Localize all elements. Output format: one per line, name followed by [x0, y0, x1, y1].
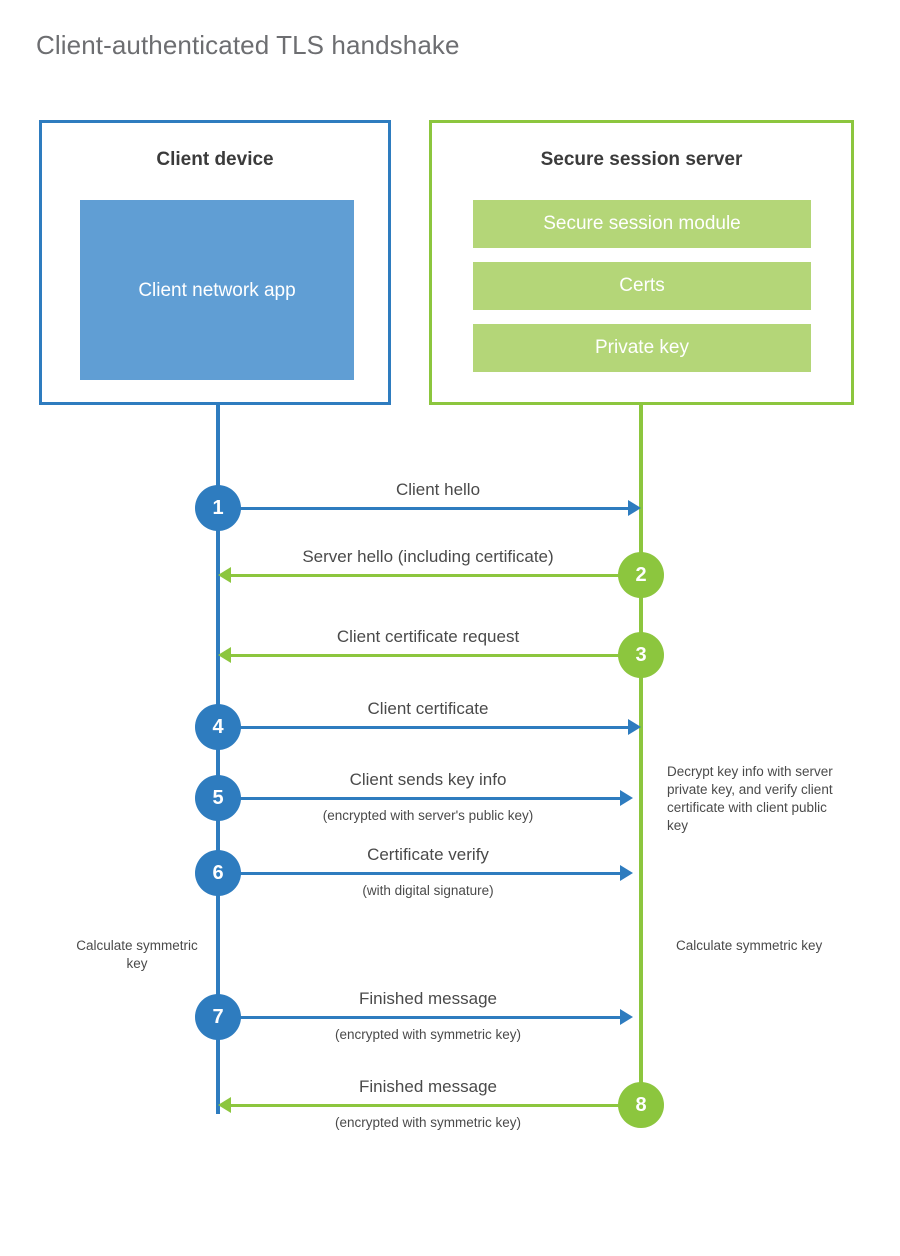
message-line-7: [218, 1016, 620, 1019]
message-line-5: [218, 797, 620, 800]
server-component-secure-session-module: Secure session module: [473, 200, 811, 248]
message-line-2: [231, 574, 621, 577]
note-server-decrypt: Decrypt key info with server private key…: [667, 764, 833, 833]
step-badge-6: 6: [195, 850, 241, 896]
step-badge-5: 5: [195, 775, 241, 821]
arrow-head-right-icon: [628, 719, 641, 735]
message-label-1: Client hello: [395, 480, 481, 499]
server-lifeline: [639, 402, 643, 1104]
client-network-app-block: Client network app: [80, 200, 354, 380]
arrow-head-right-icon: [628, 500, 641, 516]
step-badge-1: 1: [195, 485, 241, 531]
message-line-8: [231, 1104, 621, 1107]
message-label-2: Server hello (including certificate): [302, 547, 554, 566]
step-badge-8: 8: [618, 1082, 664, 1128]
message-line-4: [218, 726, 628, 729]
message-sublabel-8: (encrypted with symmetric key): [334, 1115, 522, 1130]
step-badge-3: 3: [618, 632, 664, 678]
step-badge-4: 4: [195, 704, 241, 750]
client-device-box: Client device Client network app: [39, 120, 391, 405]
message-sublabel-6: (with digital signature): [362, 883, 494, 898]
arrow-head-left-icon: [218, 567, 231, 583]
secure-session-server-title: Secure session server: [540, 149, 743, 170]
message-label-3: Client certificate request: [336, 627, 520, 646]
arrow-head-right-icon: [620, 1009, 633, 1025]
arrow-head-left-icon: [218, 1097, 231, 1113]
step-badge-7: 7: [195, 994, 241, 1040]
client-lifeline: [216, 402, 220, 1114]
server-component-private-key: Private key: [473, 324, 811, 372]
step-badge-2: 2: [618, 552, 664, 598]
client-device-title: Client device: [156, 149, 274, 170]
page-title: Client-authenticated TLS handshake: [36, 30, 460, 60]
message-label-7: Finished message: [359, 989, 497, 1008]
message-line-3: [231, 654, 621, 657]
message-label-4: Client certificate: [367, 699, 489, 718]
message-line-6: [218, 872, 620, 875]
server-components-list: Secure session module Certs Private key: [473, 200, 811, 372]
server-component-certs: Certs: [473, 262, 811, 310]
note-calculate-symmetric-key-server: Calculate symmetric key: [676, 938, 823, 953]
message-sublabel-5: (encrypted with server's public key): [322, 808, 534, 823]
secure-session-server-box: Secure session server Secure session mod…: [429, 120, 854, 405]
message-label-6: Certificate verify: [367, 845, 489, 864]
arrow-head-left-icon: [218, 647, 231, 663]
message-label-8: Finished message: [359, 1077, 497, 1096]
arrow-head-right-icon: [620, 865, 633, 881]
message-label-5: Client sends key info: [349, 770, 507, 789]
message-sublabel-7: (encrypted with symmetric key): [334, 1027, 522, 1042]
message-line-1: [218, 507, 628, 510]
note-calculate-symmetric-key-client: Calculate symmetric key: [76, 938, 198, 971]
arrow-head-right-icon: [620, 790, 633, 806]
